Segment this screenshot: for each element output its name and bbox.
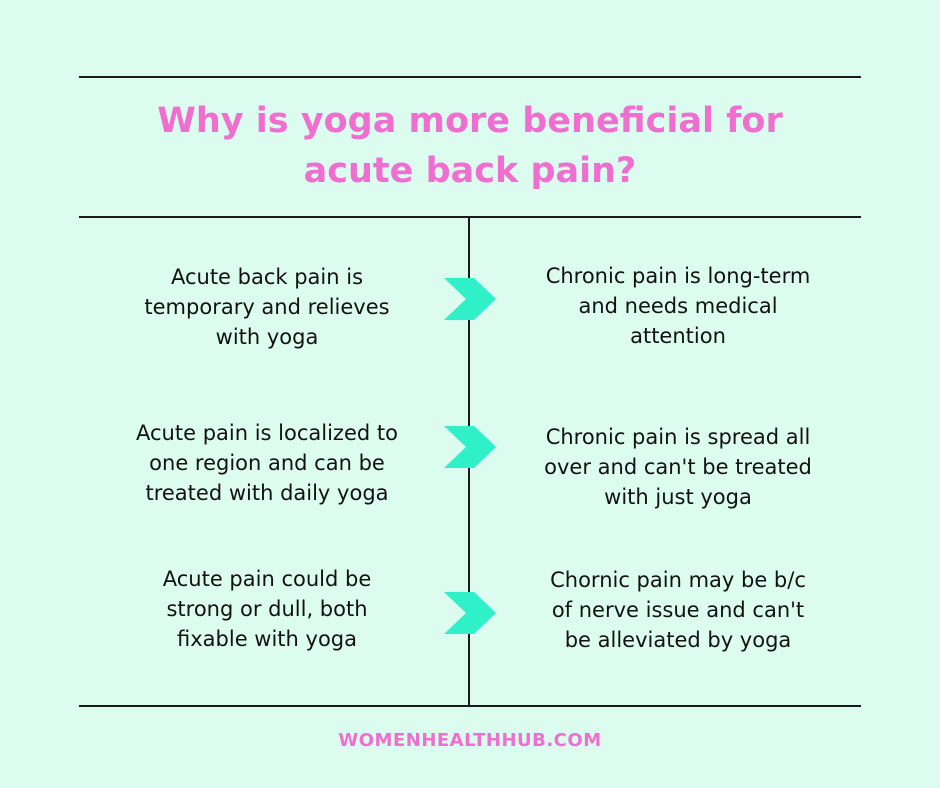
chronic-cell-2: Chronic pain is spread all over and can'…: [544, 425, 812, 509]
chevron-right-icon: [444, 278, 496, 320]
chevron-right-icon: [444, 426, 496, 468]
title-line-1: Why is yoga more beneficial for: [157, 101, 783, 141]
title-line-2: acute back pain?: [303, 151, 637, 191]
bottom-divider: [79, 705, 861, 707]
page-title: Why is yoga more beneficial for acute ba…: [79, 96, 861, 196]
chronic-cell-3: Chornic pain may be b/c of nerve issue a…: [550, 568, 806, 652]
acute-cell-2: Acute pain is localized to one region an…: [136, 421, 398, 505]
header-divider: [79, 216, 861, 218]
top-divider: [79, 76, 861, 78]
site-url: WOMENHEALTHHUB.COM: [338, 730, 602, 751]
acute-cell-3: Acute pain could be strong or dull, both…: [162, 567, 372, 651]
chevron-right-icon: [444, 592, 496, 634]
acute-cell-1: Acute back pain is temporary and relieve…: [144, 265, 390, 349]
chronic-cell-1: Chronic pain is long-term and needs medi…: [545, 264, 811, 348]
